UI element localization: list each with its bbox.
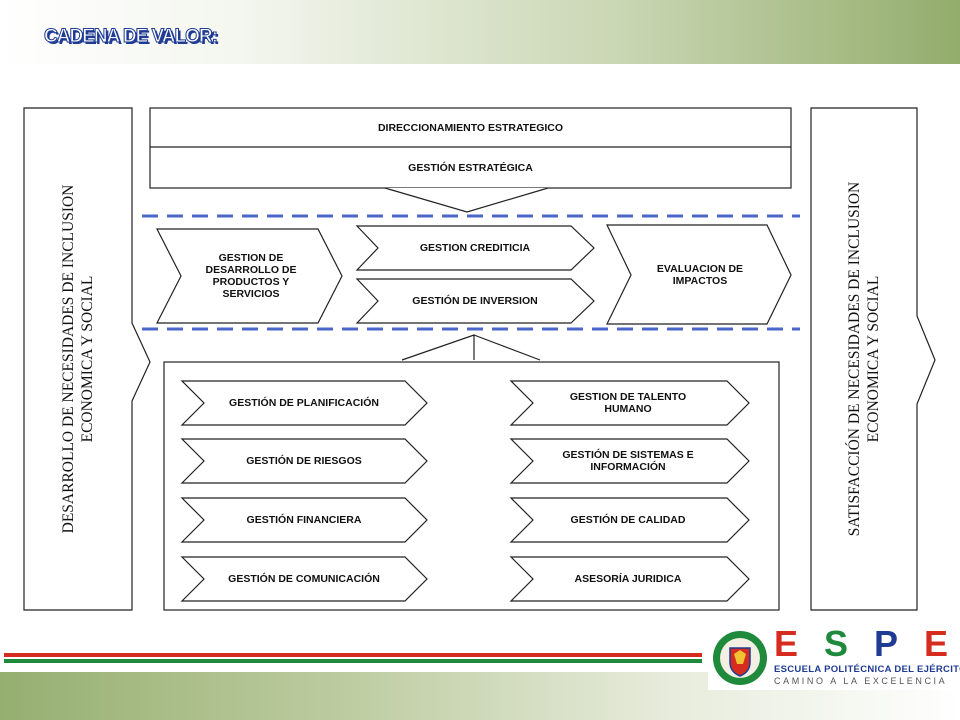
label-planificacion: GESTIÓN DE PLANIFICACIÓN [229,397,379,409]
left-panel-frame [23,107,151,611]
label-riesgos: GESTIÓN DE RIESGOS [246,455,362,467]
chevron-inversion [355,278,595,324]
chevron-productos [156,228,343,324]
letter-e1: E [774,623,807,664]
label-evaluacion: EVALUACION DE IMPACTOS [656,263,744,287]
slide-title: CADENA DE VALOR: [44,26,219,48]
chevron-riesgos [180,438,428,484]
seal-icon [713,631,767,685]
left-panel-text: DESARROLLO DE NECESIDADES DE INCLUSION E… [60,184,96,534]
chevron-talento [509,380,750,426]
up-chevron-right [473,334,541,361]
label-talento: GESTION DE TALENTO HUMANO [569,391,687,415]
label-crediticia: GESTION CREDITICIA [419,242,531,254]
chevron-sistemas [509,438,750,484]
label-productos: GESTION DE DESARROLLO DE PRODUCTOS Y SER… [205,252,297,300]
stripe-red [4,653,702,657]
top-banner [0,0,960,64]
chevron-planificacion [180,380,428,426]
chevron-comunicacion [180,556,428,602]
chevron-juridica [509,556,750,602]
chevron-calidad [509,497,750,543]
label-comunicacion: GESTIÓN DE COMUNICACIÓN [228,573,380,585]
letter-s: S [824,623,857,664]
school-name: ESCUELA POLITÉCNICA DEL EJÉRCITO [774,664,960,675]
school-motto: CAMINO A LA EXCELENCIA [774,676,948,686]
letter-p: P [874,623,907,664]
stripe-green [4,659,702,663]
stripe-white [4,657,702,659]
right-panel-frame [810,107,936,611]
label-sistemas: GESTIÓN DE SISTEMAS E INFORMACIÓN [562,449,694,473]
up-chevron-left [401,334,475,361]
label-inversion: GESTIÓN DE INVERSION [412,295,538,307]
right-panel-text: SATISFACCIÓN DE NECESIDADES DE INCLUSION… [846,181,882,537]
label-calidad: GESTIÓN DE CALIDAD [570,514,686,526]
label-juridica: ASESORÍA JURIDICA [574,573,682,585]
letter-e2: E [924,623,957,664]
down-chevron [384,187,549,213]
label-gestion-estrategica: GESTIÓN ESTRATÉGICA [408,161,533,174]
chevron-evaluacion [606,224,792,325]
strategic-box [149,107,792,189]
chevron-crediticia [355,225,595,271]
label-financiera: GESTIÓN FINANCIERA [246,514,362,526]
label-direccionamiento: DIRECCIONAMIENTO ESTRATEGICO [377,121,564,134]
chevron-financiera [180,497,428,543]
